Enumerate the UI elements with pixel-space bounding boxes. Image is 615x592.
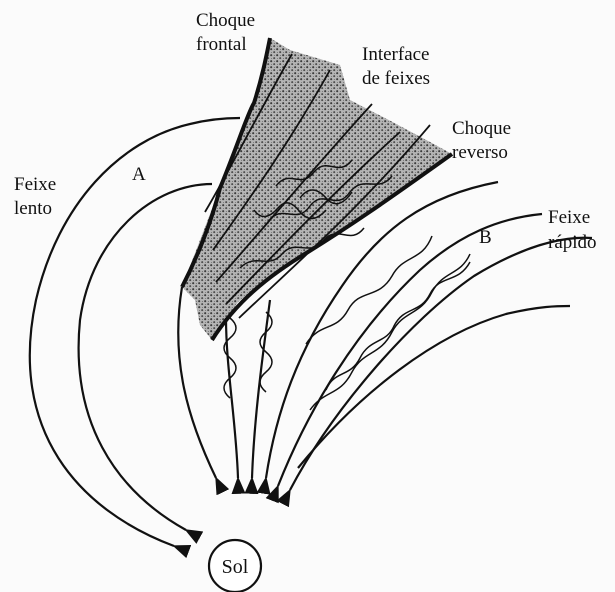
region-a-label: A (132, 164, 146, 185)
sun-label: Sol (222, 556, 249, 578)
interface-label-line2: de feixes (362, 68, 430, 89)
forward-shock-label-line1: Choque (196, 10, 255, 31)
reverse-shock-label-line1: Choque (452, 118, 511, 139)
slow-stream-label-line1: Feixe (14, 174, 56, 195)
slow-stream-label-line2: lento (14, 198, 52, 219)
forward-shock-label-line2: frontal (196, 34, 247, 55)
fast-stream-label-line2: rápido (548, 232, 597, 253)
region-b-label: B (479, 227, 492, 248)
reverse-shock-label-line2: reverso (452, 142, 508, 163)
interface-label-line1: Interface (362, 44, 430, 65)
fast-stream-label-line1: Feixe (548, 207, 590, 228)
